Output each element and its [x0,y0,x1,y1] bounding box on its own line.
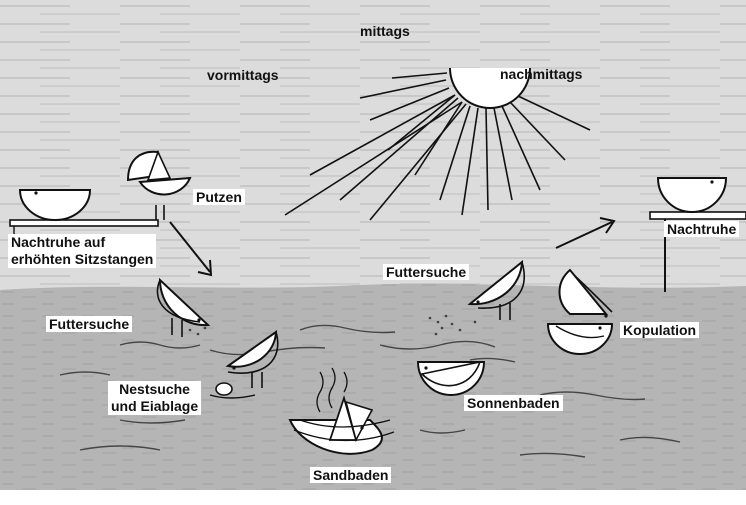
label-vormittags: vormittags [207,67,279,83]
label-nachtruhe-right: Nachtruhe [664,221,739,237]
label-sandbaden: Sandbaden [310,467,391,483]
label-nachtruhe-auf-line1: Nachtruhe auf [11,234,153,251]
label-nestsuche-line2: und Eiablage [111,398,198,415]
label-futtersuche-left: Futtersuche [46,316,132,332]
label-nestsuche: Nestsuche und Eiablage [108,381,201,415]
bottom-margin [0,490,746,505]
label-kopulation: Kopulation [620,322,699,338]
label-nachtruhe-auf-line2: erhöhten Sitzstangen [11,251,153,268]
egg-icon [216,383,232,395]
label-mittags: mittags [360,23,410,39]
label-nachtruhe-auf: Nachtruhe auf erhöhten Sitzstangen [8,234,156,268]
label-putzen: Putzen [193,189,245,205]
label-nachmittags: nachmittags [500,66,582,82]
label-futtersuche-center: Futtersuche [383,264,469,280]
label-sonnenbaden: Sonnenbaden [464,395,563,411]
label-nestsuche-line1: Nestsuche [111,381,198,398]
